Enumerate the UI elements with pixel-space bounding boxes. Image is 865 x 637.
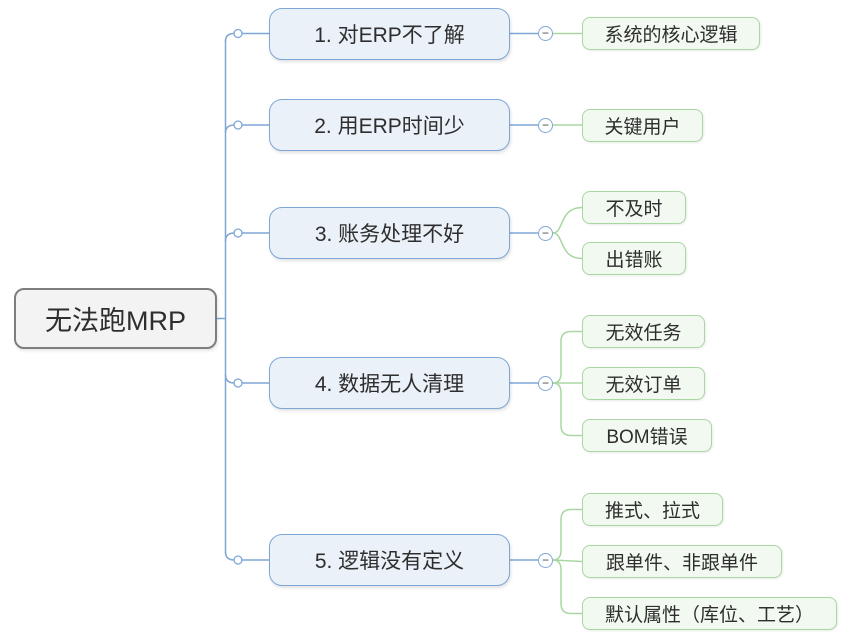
branch-node-2-label: 2. 用ERP时间少: [314, 115, 465, 138]
child-connector-5-3: [552, 559, 582, 615]
collapse-button-branch-2[interactable]: −: [538, 117, 553, 133]
child-node-2-1[interactable]: 关键用户: [582, 108, 703, 142]
trunk-hook-branch-3: [224, 232, 235, 242]
branch-node-1-label: 1. 对ERP不了解: [314, 23, 465, 47]
branch-node-5[interactable]: 5. 逻辑没有定义: [269, 534, 510, 586]
child-node-1-1[interactable]: 系统的核心逻辑: [582, 17, 760, 50]
child-connector-4-1: [552, 330, 582, 384]
minus-icon: −: [541, 375, 549, 390]
child-connector-3-2: [552, 232, 583, 260]
child-connector-4-3: [552, 382, 582, 437]
child-node-3-2[interactable]: 出错账: [582, 242, 686, 275]
branch-node-2[interactable]: 2. 用ERP时间少: [269, 99, 510, 151]
child-connector-5-1: [552, 508, 582, 561]
child-node-2-1-label: 关键用户: [604, 116, 681, 138]
collapse-button-branch-1[interactable]: −: [538, 26, 553, 41]
branch-node-3[interactable]: 3. 账务处理不好: [269, 207, 510, 259]
child-connector-3-1: [552, 206, 583, 234]
collapse-button-branch-4[interactable]: −: [538, 375, 553, 391]
child-node-5-1[interactable]: 推式、拉式: [582, 493, 723, 526]
collapse-button-branch-3[interactable]: −: [538, 225, 553, 241]
child-node-4-2[interactable]: 无效订单: [582, 366, 705, 400]
child-node-5-3[interactable]: 默认属性（库位、工艺）: [582, 597, 837, 630]
trunk-hook-branch-4: [224, 374, 235, 384]
child-node-4-2-label: 无效订单: [605, 374, 682, 396]
child-node-4-3-label: BOM错误: [606, 427, 688, 448]
child-node-3-1-label: 不及时: [605, 199, 663, 220]
child-node-4-1[interactable]: 无效任务: [582, 315, 705, 348]
connection-dot-branch-1: [233, 28, 243, 39]
minus-icon: −: [541, 26, 549, 40]
child-node-5-3-label: 默认属性（库位、工艺）: [604, 605, 814, 626]
connection-dot-branch-3: [233, 228, 243, 238]
branch-node-4-label: 4. 数据无人清理: [314, 373, 465, 396]
trunk-hook-branch-5: [224, 551, 235, 561]
child-node-3-2-label: 出错账: [605, 250, 663, 271]
child-node-5-2[interactable]: 跟单件、非跟单件: [582, 545, 782, 578]
child-node-3-1[interactable]: 不及时: [582, 191, 686, 224]
branch-node-3-label: 3. 账务处理不好: [314, 223, 465, 246]
child-node-4-3[interactable]: BOM错误: [582, 419, 712, 452]
child-node-1-1-label: 系统的核心逻辑: [604, 25, 738, 46]
minus-icon: −: [541, 117, 549, 132]
trunk-hook-branch-1: [224, 32, 235, 42]
minus-icon: −: [541, 552, 549, 567]
child-node-5-2-label: 跟单件、非跟单件: [605, 553, 758, 574]
child-connector-5-2: [552, 559, 583, 563]
trunk-hook-branch-2: [224, 124, 235, 134]
connection-dot-branch-4: [233, 378, 243, 388]
connection-dot-branch-2: [233, 120, 243, 130]
branch-node-5-label: 5. 逻辑没有定义: [314, 550, 465, 573]
branch-node-1[interactable]: 1. 对ERP不了解: [269, 7, 510, 60]
collapse-button-branch-5[interactable]: −: [538, 552, 553, 568]
minus-icon: −: [541, 225, 549, 240]
root-node-label: 无法跑MRP: [45, 306, 186, 336]
child-node-4-1-label: 无效任务: [605, 323, 682, 344]
connection-dot-branch-5: [233, 555, 243, 565]
child-node-5-1-label: 推式、拉式: [604, 501, 700, 522]
root-node[interactable]: 无法跑MRP: [14, 288, 217, 349]
branch-node-4[interactable]: 4. 数据无人清理: [269, 357, 510, 409]
